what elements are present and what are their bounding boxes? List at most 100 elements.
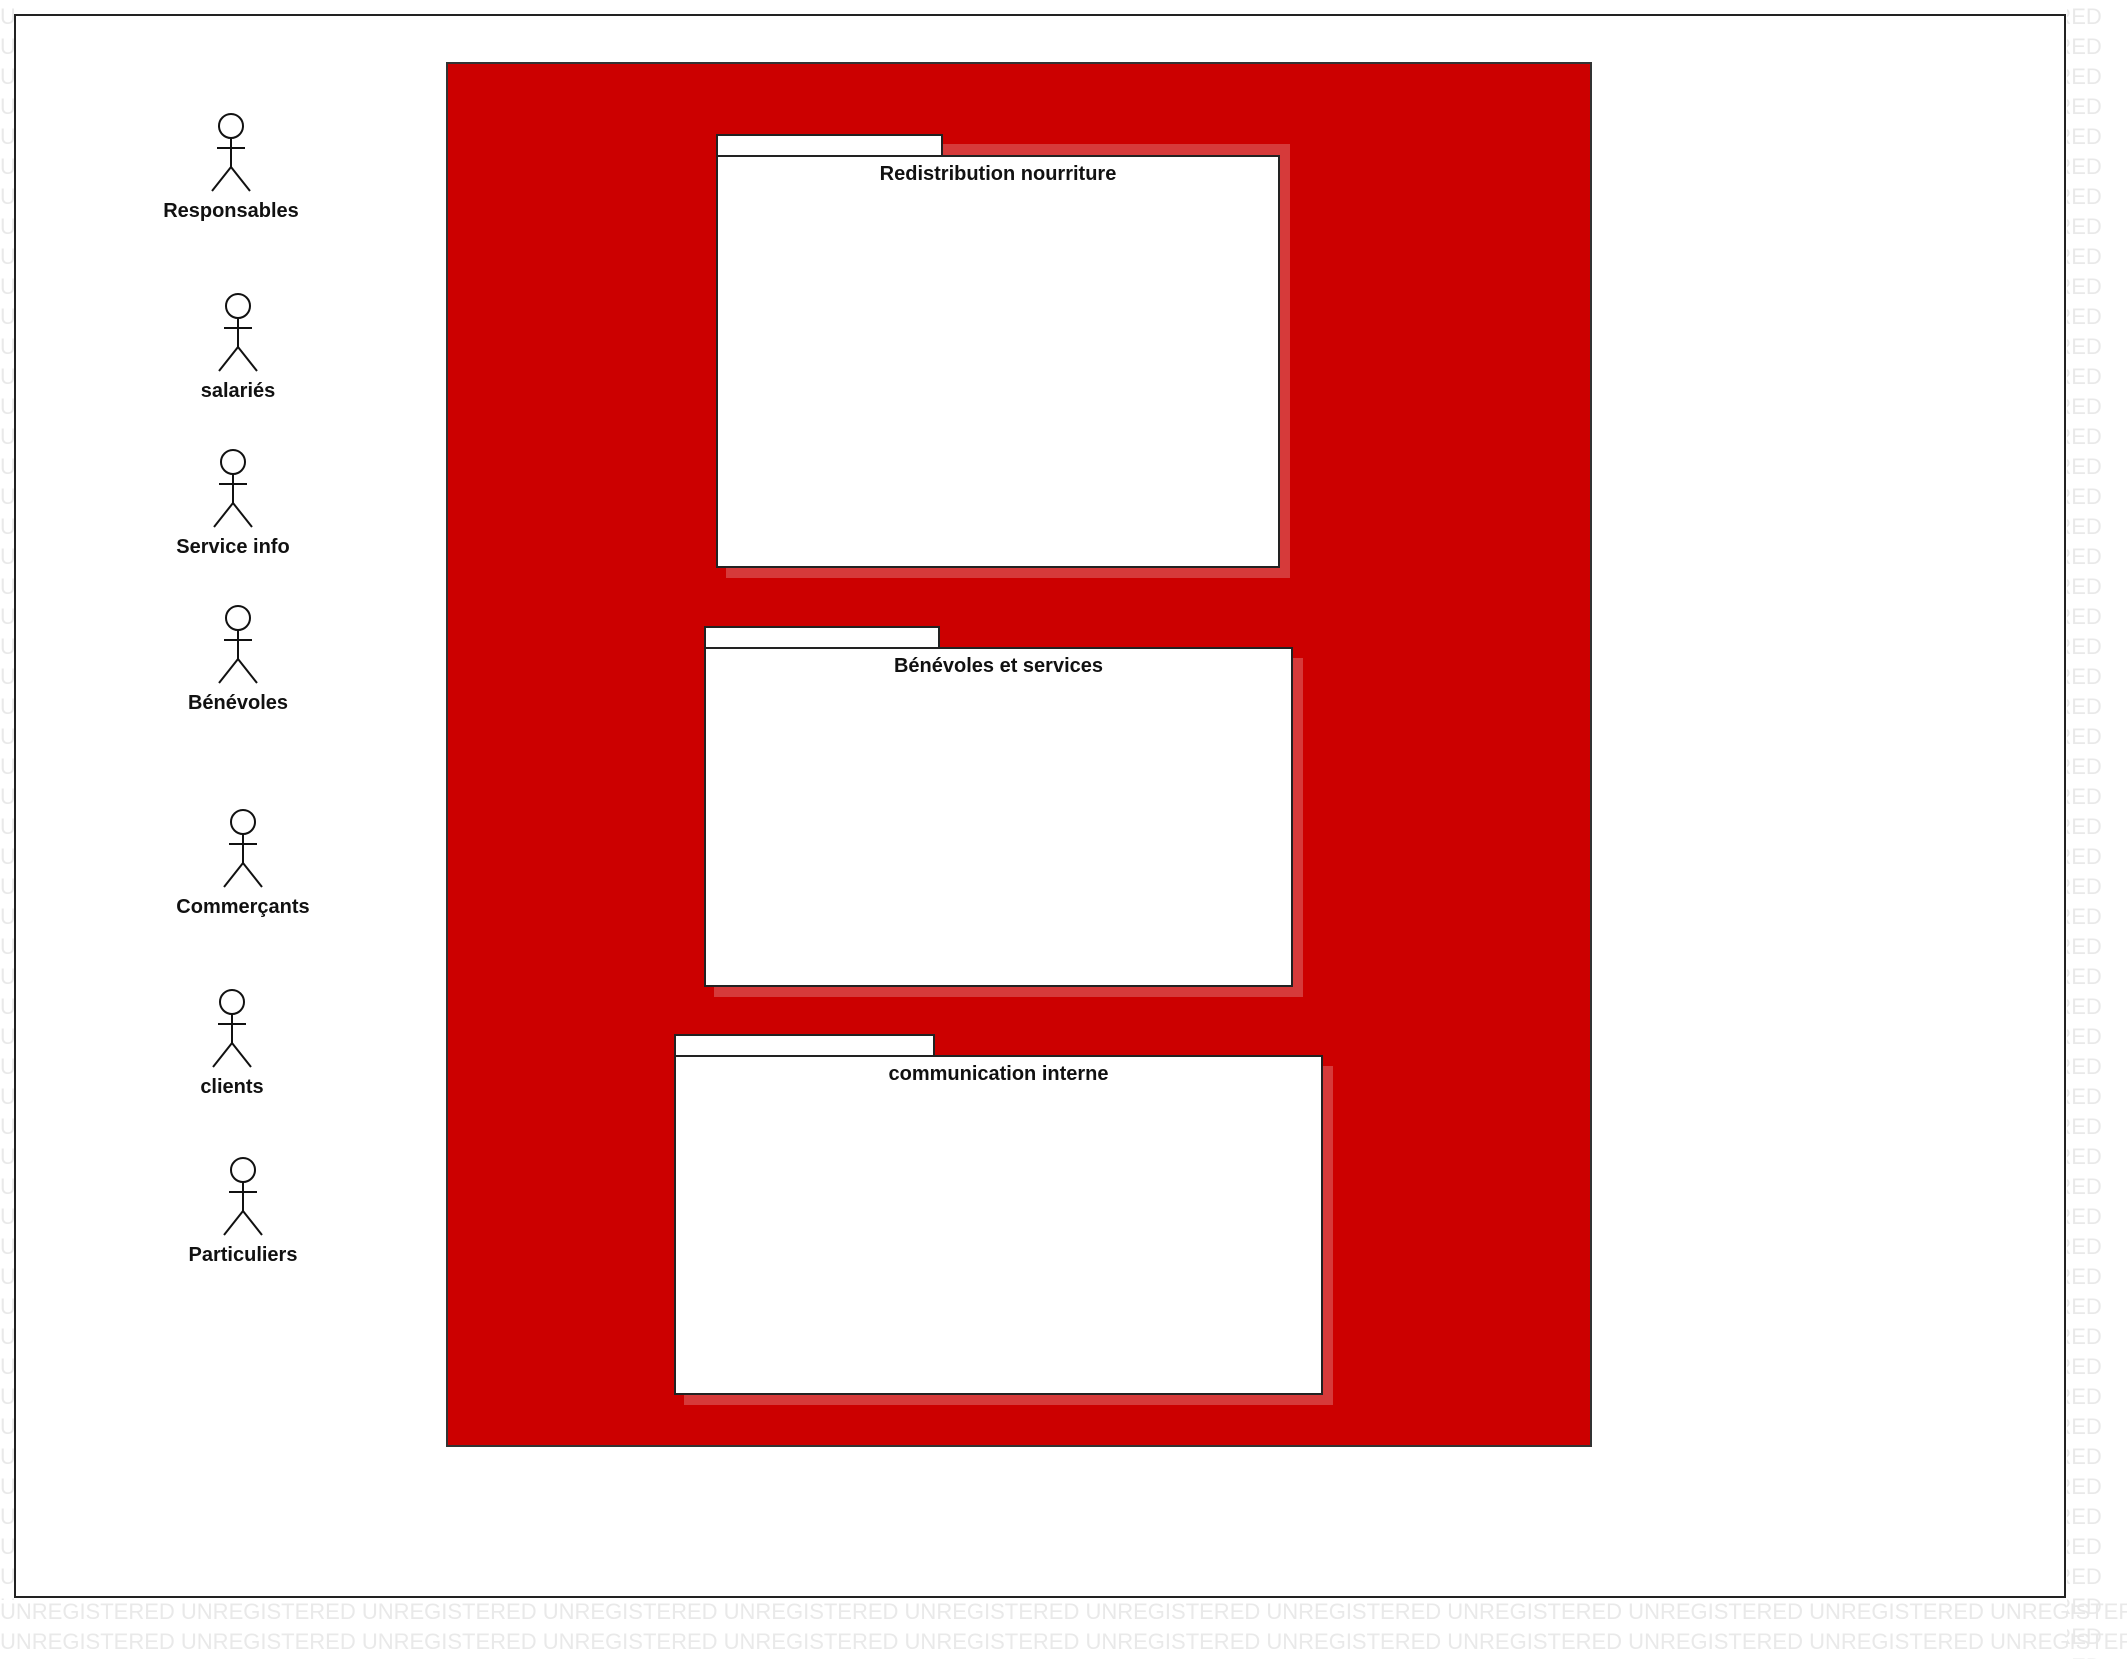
watermark-text: UNREGISTERED — [2067, 574, 2102, 599]
watermark-text: UNREGISTERED — [2067, 1534, 2102, 1559]
watermark-text: UNREGISTERED — [0, 1504, 14, 1529]
actor-label: Particuliers — [188, 1244, 298, 1266]
watermark-text: UNREGISTERED — [2067, 484, 2102, 509]
actor-particuliers[interactable]: Particuliers — [143, 1156, 343, 1267]
watermark-text: UNREGISTERED — [0, 1234, 14, 1259]
watermark-text: UNREGISTERED — [0, 1114, 14, 1139]
watermark-text: UNREGISTERED — [2067, 724, 2102, 749]
watermark-text: UNREGISTERED — [2067, 874, 2102, 899]
watermark-text: UNREGISTERED — [0, 934, 14, 959]
watermark-text: UNREGISTERED — [0, 814, 14, 839]
watermark-text: UNREGISTERED — [0, 34, 14, 59]
watermark-text: UNREGISTERED — [0, 904, 14, 929]
watermark-text: UNREGISTERED — [0, 454, 14, 479]
watermark-text: UNREGISTERED — [2067, 844, 2102, 869]
watermark-text: UNREGISTERED — [0, 1174, 14, 1199]
actor-label: Bénévoles — [187, 692, 289, 714]
watermark-text: UNREGISTERED — [2067, 694, 2102, 719]
watermark-text: UNREGISTERED — [2067, 1474, 2102, 1499]
watermark-text: UNREGISTERED — [2067, 814, 2102, 839]
actor-label: Service info — [176, 536, 290, 558]
package-redistribution-nourriture[interactable]: Redistribution nourriture — [716, 134, 1290, 578]
package-title: communication interne — [888, 1063, 1109, 1085]
watermark-text: UNREGISTERED — [0, 394, 14, 419]
watermark-text: UNREGISTERED — [2067, 1594, 2102, 1619]
watermark-text: UNREGISTERED UNREGISTERED UNREGISTERED U… — [0, 1599, 2127, 1624]
actor-service-info[interactable]: Service info — [133, 448, 333, 559]
watermark-text: UNREGISTERED — [2067, 1024, 2102, 1049]
watermark-text: UNREGISTERED — [0, 724, 14, 749]
watermark-text: UNREGISTERED — [0, 1054, 14, 1079]
watermark-text: UNREGISTERED — [0, 964, 14, 989]
watermark-text: UNREGISTERED — [2067, 1564, 2102, 1589]
watermark-text: UNREGISTERED — [2067, 1294, 2102, 1319]
watermark-left-strip: UNREGISTERED UNREGISTERED UNREGISTERED UNRE… — [0, 0, 14, 1600]
watermark-text: UNREGISTERED — [0, 304, 14, 329]
watermark-text: UNREGISTERED — [2067, 244, 2102, 269]
watermark-text: UNREGISTERED — [0, 484, 14, 509]
watermark-text: UNREGISTERED — [0, 154, 14, 179]
watermark-text: UNREGISTERED — [2067, 94, 2102, 119]
watermark-text: UNREGISTERED — [2067, 1114, 2102, 1139]
stick-figure-icon — [223, 809, 263, 888]
watermark-text: UNREGISTERED — [2067, 1504, 2102, 1529]
watermark-text: UNREGISTERED — [2067, 1234, 2102, 1259]
watermark-text: UNREGISTERED — [2067, 754, 2102, 779]
watermark-text: UNREGISTERED — [0, 274, 14, 299]
watermark-text: UNREGISTERED — [0, 184, 14, 209]
watermark-text: UNREGISTERED — [2067, 1084, 2102, 1109]
watermark-text: UNREGISTERED — [0, 1204, 14, 1229]
watermark-text: UNREGISTERED — [0, 514, 14, 539]
watermark-text: UNREGISTERED — [2067, 604, 2102, 629]
watermark-text: UNREGISTERED — [2067, 214, 2102, 239]
package-benevoles-et-services[interactable]: Bénévoles et services — [704, 626, 1303, 997]
watermark-text: UNREGISTERED UNREGISTERED UNREGISTERED U… — [0, 1629, 2127, 1654]
stick-figure-icon — [218, 293, 258, 372]
watermark-text: UNREGISTERED — [0, 1384, 14, 1409]
watermark-text: UNREGISTERED — [0, 1294, 14, 1319]
watermark-text: UNREGISTERED — [2067, 334, 2102, 359]
watermark-text: UNREGISTERED — [2067, 1174, 2102, 1199]
watermark-text: UNREGISTERED — [2067, 1204, 2102, 1229]
watermark-text: UNREGISTERED — [2067, 184, 2102, 209]
watermark-text: UNREGISTERED — [0, 1444, 14, 1469]
watermark-text: UNREGISTERED — [0, 874, 14, 899]
watermark-text: UNREGISTERED — [2067, 1384, 2102, 1409]
actor-benevoles[interactable]: Bénévoles — [138, 604, 338, 715]
watermark-text: UNREGISTERED — [2067, 1264, 2102, 1289]
actor-responsables[interactable]: Responsables — [131, 112, 331, 223]
watermark-text: UNREGISTERED — [0, 214, 14, 239]
watermark-text: UNREGISTERED — [0, 634, 14, 659]
watermark-text: UNREGISTERED — [0, 1144, 14, 1169]
package-body: Bénévoles et services — [704, 647, 1293, 987]
watermark-text: UNREGISTERED — [2067, 1414, 2102, 1439]
watermark-text: UNREGISTERED — [0, 64, 14, 89]
watermark-text: UNREGISTERED — [0, 994, 14, 1019]
watermark-text: UNREGISTERED — [2067, 634, 2102, 659]
package-communication-interne[interactable]: communication interne — [674, 1034, 1333, 1405]
actor-clients[interactable]: clients — [132, 988, 332, 1099]
watermark-text: UNREGISTERED — [2067, 1652, 2127, 1659]
watermark-text: UNREGISTERED — [0, 94, 14, 119]
watermark-text: UNREGISTERED — [2067, 64, 2102, 89]
actor-commercants[interactable]: Commerçants — [143, 808, 343, 919]
package-title: Bénévoles et services — [893, 655, 1104, 677]
watermark-text: UNREGISTERED — [0, 424, 14, 449]
watermark-text: UNREGISTERED — [0, 334, 14, 359]
watermark-text: UNREGISTERED — [2067, 154, 2102, 179]
watermark-text: UNREGISTERED — [2067, 544, 2102, 569]
watermark-text: UNREGISTERED — [0, 754, 14, 779]
actor-label: Commerçants — [176, 896, 310, 918]
watermark-text: UNREGISTERED — [0, 1564, 14, 1589]
actor-label: salariés — [200, 380, 276, 402]
actor-salaries[interactable]: salariés — [138, 292, 338, 403]
watermark-text: UNREGISTERED — [2067, 1144, 2102, 1169]
watermark-text: UNREGISTERED — [2067, 304, 2102, 329]
watermark-text: UNREGISTERED — [0, 1354, 14, 1379]
actor-label: clients — [200, 1076, 264, 1098]
watermark-text: UNREGISTERED — [0, 1324, 14, 1349]
watermark-text: UNREGISTERED — [0, 544, 14, 569]
watermark-text: UNREGISTERED — [2067, 664, 2102, 689]
watermark-text: UNREGISTERED — [0, 364, 14, 389]
watermark-text: UNREGISTERED — [2067, 994, 2102, 1019]
